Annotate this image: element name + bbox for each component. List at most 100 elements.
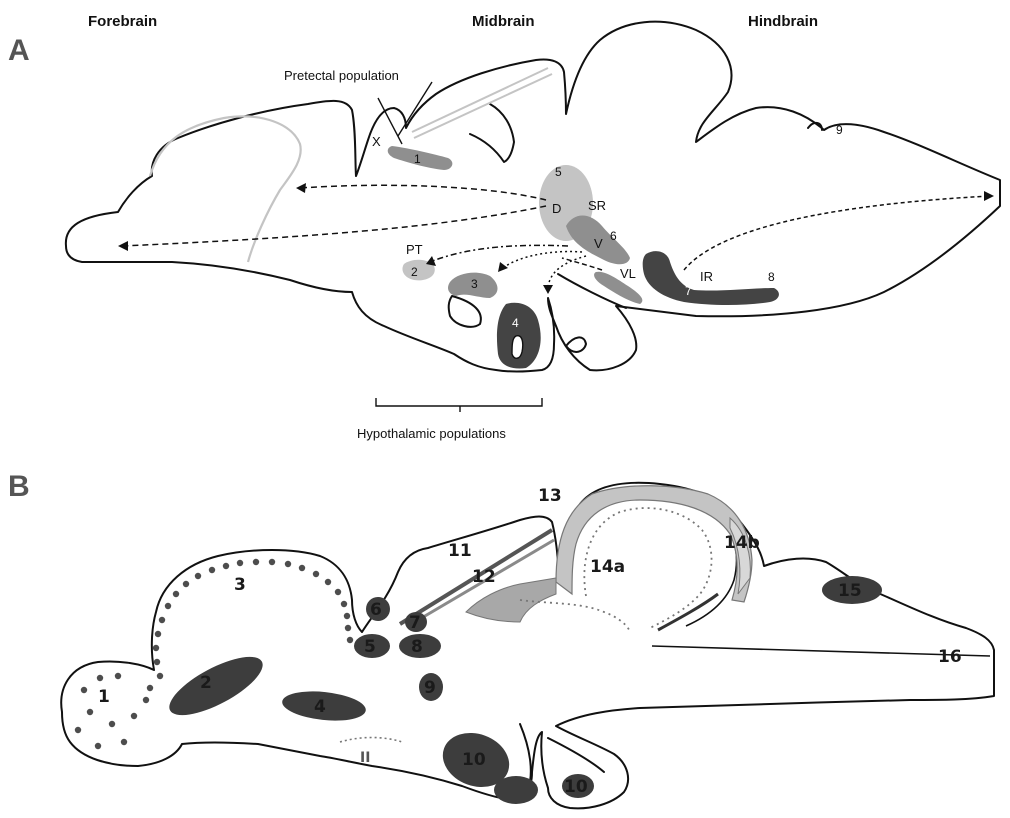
label-b-1: 1 [98,687,110,707]
nucleus-10-tail [494,776,538,804]
pretectal-pointer-2 [398,82,432,136]
label-b-14b: 14b [724,533,760,553]
panel-a-tectal-tract-1 [412,68,548,132]
border-dot [269,559,275,565]
population-4-lumen [512,336,523,359]
border-dot [154,659,160,665]
border-dot [223,563,229,569]
vl-label: VL [620,266,636,281]
border-dot [237,560,243,566]
label-1: 1 [414,152,421,166]
border-dot [325,579,331,585]
border-dot [153,645,159,651]
border-dot [341,601,347,607]
label-3: 3 [471,277,478,291]
border-dot [157,673,163,679]
border-dot [75,727,81,733]
label-b-6: 6 [370,600,382,620]
arrow-v-to-pt [430,245,568,262]
hypothalamic-bracket [376,398,542,412]
panel-b-letter: B [8,470,30,503]
label-b-ii: II [360,750,370,766]
label-b-4: 4 [314,697,326,717]
border-dot [347,637,353,643]
label-b-2: 2 [200,673,212,693]
border-dot [159,617,165,623]
arrow-ir-to-spinal [684,196,990,270]
v-label: V [594,236,603,251]
label-9: 9 [836,123,843,137]
label-b-3: 3 [234,575,246,595]
border-dot [143,697,149,703]
panel-b-cerebellar-fold [548,738,604,772]
border-dot [87,709,93,715]
label-4: 4 [512,316,519,330]
arrow-d-to-forebrain-ventral [122,206,546,246]
panel-b-brain-outline [61,483,994,809]
nucleus-2 [162,646,271,727]
panel-a-letter: A [8,34,30,67]
arrow-vl-to-midbrain [562,258,602,270]
panel-a-tectal-tract-2 [414,74,552,138]
label-b-5: 5 [364,637,376,657]
border-dot [155,631,161,637]
region-3-dot-border [75,559,353,749]
border-dot [131,713,137,719]
border-dot [345,625,351,631]
region-ii-dotted [340,738,402,743]
hindbrain-label: Hindbrain [748,13,818,30]
border-dot [121,739,127,745]
label-b-10: 10 [462,750,486,770]
label-b-13: 13 [538,486,562,506]
arrow-v-to-4 [548,256,586,290]
label-b-16: 16 [938,647,962,667]
border-dot [285,561,291,567]
d-label: D [552,201,561,216]
arrowhead-spinal [984,191,994,201]
border-dot [313,571,319,577]
label-b-9: 9 [424,678,436,698]
border-dot [335,589,341,595]
border-dot [253,559,259,565]
label-b-14a: 14a [590,557,625,577]
arrowhead-forebrain-dorsal [296,183,306,193]
border-dot [173,591,179,597]
label-8: 8 [768,270,775,284]
pt-label: PT [406,242,423,257]
hypothalamic-populations-label: Hypothalamic populations [357,426,506,441]
sr-label: SR [588,198,606,213]
region-13-tectum [556,486,752,602]
label-b-7: 7 [409,613,421,633]
border-dot [344,613,350,619]
border-dot [109,721,115,727]
x-label: X [372,134,381,149]
ir-label: IR [700,269,713,284]
border-dot [165,603,171,609]
forebrain-label: Forebrain [88,13,157,30]
label-2: 2 [411,265,418,279]
panel-a-tectal-curve [470,104,514,162]
label-5: 5 [555,165,562,179]
border-dot [195,573,201,579]
label-b-10-b: 10 [564,777,588,797]
border-dot [81,687,87,693]
label-7: 7 [685,284,692,298]
border-dot [115,673,121,679]
border-dot [95,743,101,749]
label-b-11: 11 [448,541,472,561]
panel-a-inner-loop-1 [449,296,481,327]
label-b-15: 15 [838,581,862,601]
pretectal-population-label: Pretectal population [284,68,399,83]
border-dot [209,567,215,573]
border-dot [97,675,103,681]
pretectal-pointer-1 [378,98,402,144]
label-b-12: 12 [472,567,496,587]
border-dot [147,685,153,691]
midbrain-label: Midbrain [472,13,535,30]
border-dot [299,565,305,571]
arrowhead-forebrain-ventral [118,241,128,251]
arrowhead-3 [498,262,508,272]
border-dot [183,581,189,587]
label-6: 6 [610,229,617,243]
